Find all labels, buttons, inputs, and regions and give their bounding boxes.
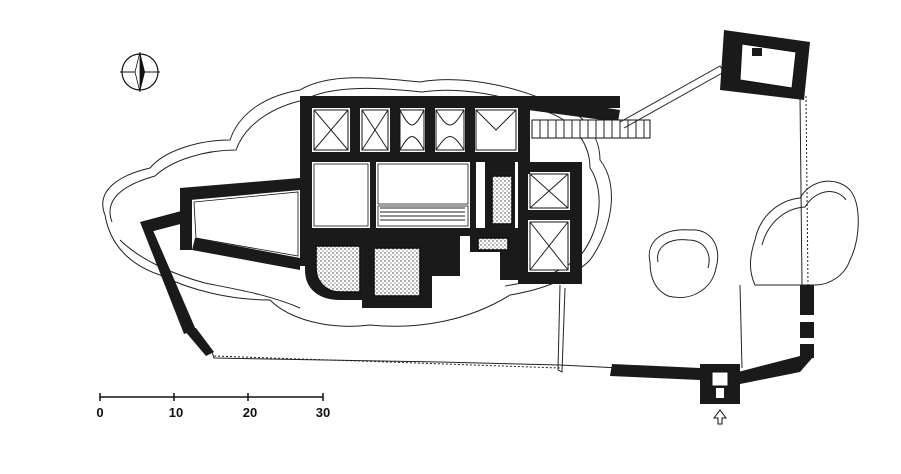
northeast-tower [720,30,810,100]
scale-tick-30: 30 [316,405,330,420]
curtain-wall [211,65,809,373]
south-wall [610,364,740,404]
stippled-areas [315,175,513,297]
west-wing [140,178,300,356]
scale-tick-20: 20 [243,405,257,420]
north-arrow-icon [120,51,160,93]
entrance-arrow-icon [713,409,727,425]
east-wall [738,285,814,384]
rock-outline [102,77,859,327]
interior-spaces [313,163,469,227]
scale-bar: 0 10 20 30 [96,393,330,420]
scale-tick-10: 10 [169,405,183,420]
scale-tick-0: 0 [96,405,103,420]
staircase [531,119,651,139]
vaulted-rooms [313,109,569,271]
